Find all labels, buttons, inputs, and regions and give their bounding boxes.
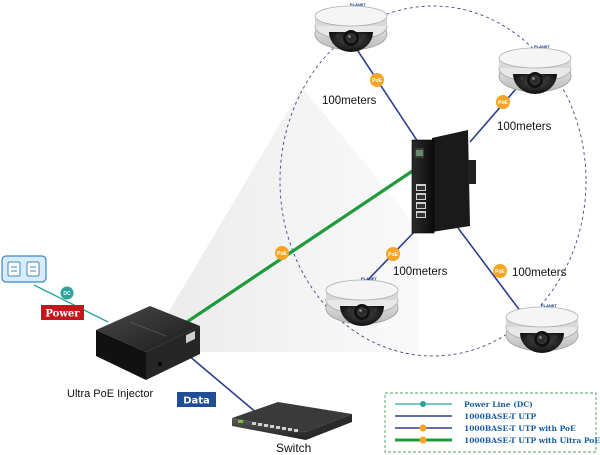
dc-power-line [33,284,109,323]
svg-text:1000BASE-T UTP with PoE: 1000BASE-T UTP with PoE [464,424,576,433]
legend: Power Line (DC) 1000BASE-T UTP 1000BASE-… [384,392,600,453]
legend-item-utp-poe: 1000BASE-T UTP with PoE [395,424,576,433]
camera-brand-right: PLANET [534,44,551,49]
distance-label-top: 100meters [322,95,377,107]
distance-label-right: 100meters [497,121,552,133]
svg-text:PoE: PoE [372,78,382,84]
data-tag: Data [177,392,216,407]
svg-text:PoE: PoE [388,252,398,258]
svg-text:DC: DC [63,291,71,297]
svg-text:Power Line (DC): Power Line (DC) [464,400,533,409]
legend-item-utp: 1000BASE-T UTP [395,412,536,421]
dome-camera-bottom-right [505,306,579,354]
dome-camera-right [498,47,572,95]
poe-badge-right: PoE [496,95,510,109]
power-tag: Power [41,305,84,320]
svg-text:1000BASE-T UTP: 1000BASE-T UTP [464,412,536,421]
injector-label: Ultra PoE Injector [67,388,154,400]
svg-text:Power: Power [45,309,80,320]
link-camera-top [351,41,419,143]
poe-badge-top: PoE [370,73,384,87]
distance-label-bottom-right: 100meters [512,267,567,279]
poe-badge-ultra: PoE [275,246,289,260]
coverage-dashed-boundary [279,5,587,357]
switch-label: Switch [276,441,311,455]
camera-brand-top: PLANET [350,2,367,7]
poe-badge-bottom-right: PoE [493,264,507,278]
poe-injector-device [96,306,200,380]
camera-brand-bottom-left: PLANET [361,276,378,281]
dome-camera-top [314,5,388,53]
poe-badge-bottom-left: PoE [386,247,400,261]
distance-label-bottom-left: 100meters [393,266,448,278]
legend-item-ultra-poe: 1000BASE-T UTP with Ultra PoE [395,436,600,445]
legend-item-power-line: Power Line (DC) [395,400,533,409]
power-adapter-icon [1,255,47,283]
svg-text:Data: Data [183,396,210,407]
industrial-poe-switch-device [411,130,476,234]
link-camera-right [469,81,523,143]
link-camera-bottom-right [457,227,528,321]
dome-camera-bottom-left [325,279,399,327]
svg-text:1000BASE-T UTP with Ultra PoE: 1000BASE-T UTP with Ultra PoE [464,436,600,445]
dc-badge: DC [60,286,74,300]
svg-text:PoE: PoE [498,100,508,106]
network-switch-device [232,402,352,440]
svg-text:PoE: PoE [277,251,287,257]
utp-data-link [187,354,259,415]
svg-text:PoE: PoE [495,269,505,275]
camera-brand-bottom-right: PLANET [541,303,558,308]
